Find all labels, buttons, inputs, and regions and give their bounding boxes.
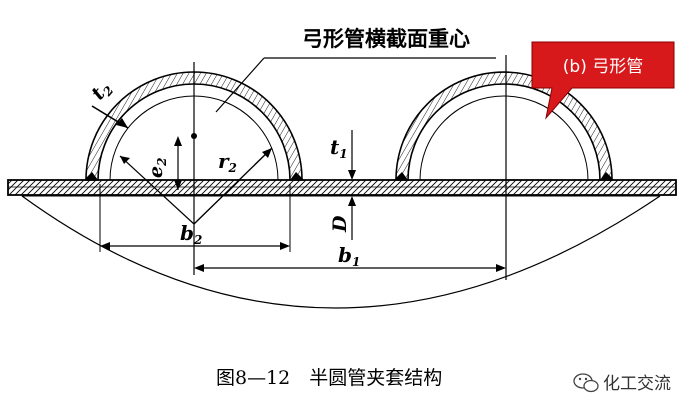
t1-arrow bbox=[348, 170, 356, 180]
label-D: D bbox=[329, 215, 351, 233]
label-b2: b2 bbox=[180, 221, 202, 247]
t2-arrow bbox=[116, 118, 128, 128]
callout-text: (b) 弓形管 bbox=[563, 57, 643, 77]
weld-right-a bbox=[394, 172, 408, 180]
radius-arrow bbox=[262, 148, 272, 158]
b1-arrow-right bbox=[496, 264, 506, 272]
b2-arrow-right bbox=[280, 242, 290, 250]
b2-arrow-left bbox=[100, 242, 110, 250]
watermark: 化工交流 bbox=[573, 373, 671, 394]
weld-left-b bbox=[290, 172, 304, 180]
b1-arrow-left bbox=[194, 264, 204, 272]
label-t2: t2 bbox=[87, 77, 116, 106]
callout-group: (b) 弓形管 bbox=[531, 41, 675, 120]
e2-arrow-top bbox=[174, 136, 182, 146]
label-e2: e2 bbox=[145, 158, 169, 178]
left-radius-line bbox=[119, 155, 195, 225]
callout-box bbox=[531, 41, 675, 120]
left-arrow bbox=[120, 156, 130, 164]
figure-caption: 图8—12 半圆管夹套结构 bbox=[216, 367, 442, 389]
centroid-dot bbox=[191, 133, 197, 139]
centroid-leader bbox=[215, 57, 265, 113]
D-arrow bbox=[348, 196, 356, 206]
label-t1: t1 bbox=[330, 135, 348, 161]
watermark-text: 化工交流 bbox=[603, 374, 671, 394]
label-b1: b1 bbox=[338, 243, 360, 269]
weld-right-b bbox=[600, 172, 614, 180]
label-r2: r2 bbox=[218, 149, 237, 175]
shell-plate bbox=[7, 179, 677, 196]
weld-left-a bbox=[84, 172, 98, 180]
radius-line bbox=[193, 147, 273, 225]
vessel-bottom-curve bbox=[21, 195, 661, 309]
wechat-icon bbox=[573, 373, 599, 393]
centroid-title: 弓形管横截面重心 bbox=[302, 27, 470, 51]
e2-arrow-bottom bbox=[174, 180, 182, 190]
